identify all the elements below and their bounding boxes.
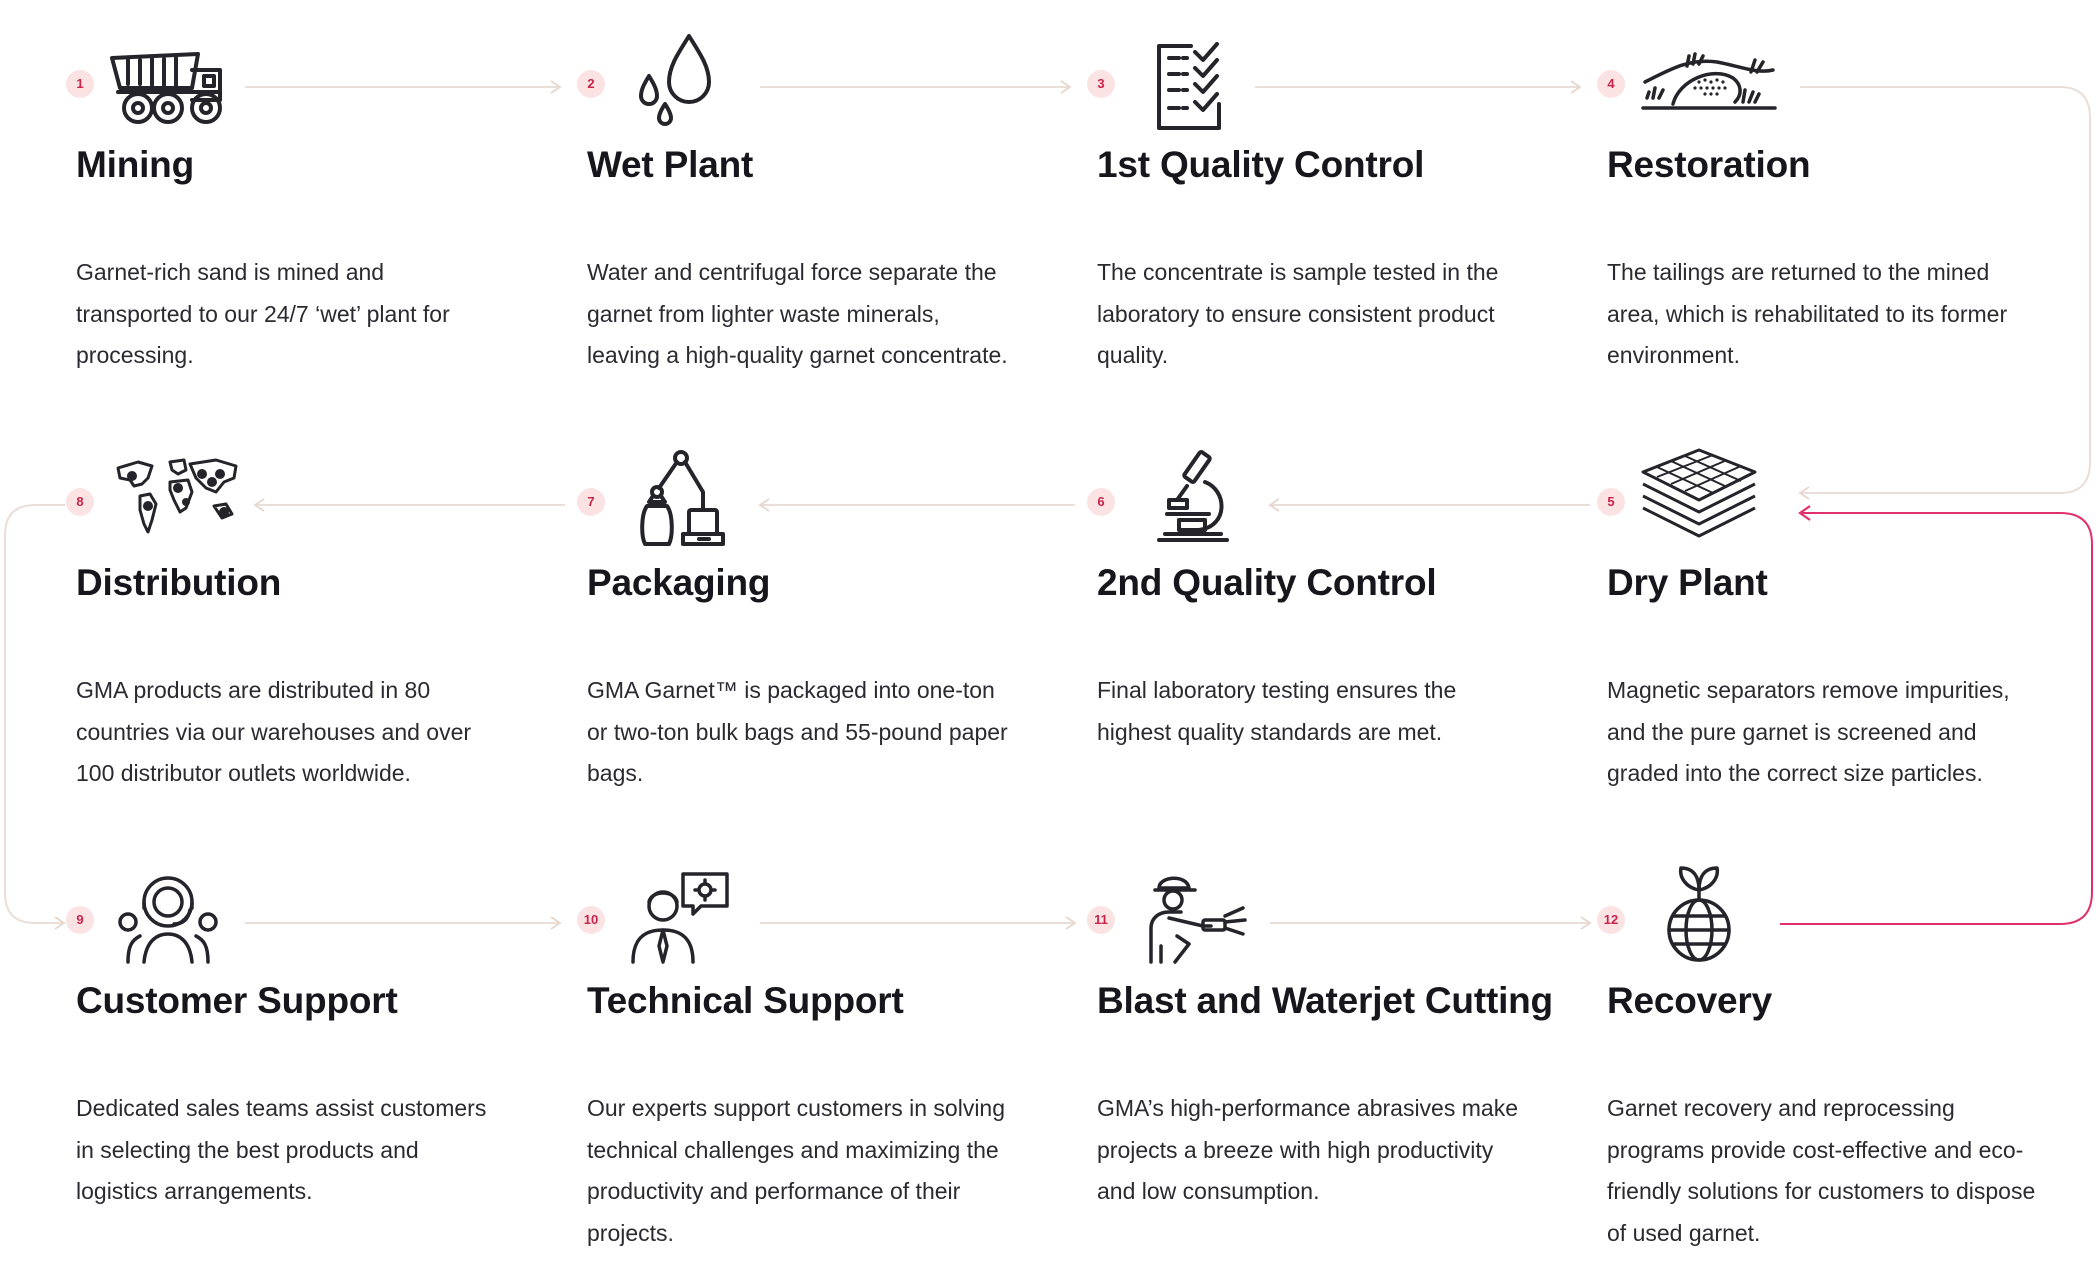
step-title: Wet Plant	[587, 144, 754, 185]
step-number-badge: 2	[577, 70, 605, 98]
step-title: Restoration	[1607, 144, 1811, 185]
step-title: Blast and Waterjet Cutting	[1097, 980, 1553, 1021]
step-number-badge: 4	[1597, 70, 1625, 98]
robotic-arm-icon	[619, 448, 739, 548]
step-description: Final laboratory testing ensures the hig…	[1097, 677, 1457, 745]
step-description: Magnetic separators remove impurities, a…	[1607, 677, 2010, 786]
stacked-screens-icon	[1639, 448, 1759, 548]
step-number-badge: 7	[577, 488, 605, 516]
step-number-badge: 3	[1087, 70, 1115, 98]
blasting-worker-icon	[1129, 866, 1249, 966]
water-drops-icon	[619, 30, 739, 130]
checklist-icon	[1129, 30, 1249, 130]
arrow-8-9	[4, 504, 66, 930]
step-description: Garnet-rich sand is mined and transporte…	[76, 259, 450, 368]
technical-expert-icon	[619, 866, 739, 966]
step-description: The concentrate is sample tested in the …	[1097, 259, 1499, 368]
step-title: Mining	[76, 144, 194, 185]
landscape-icon	[1639, 30, 1777, 130]
step-number-badge: 11	[1087, 906, 1115, 934]
step-title: Packaging	[587, 562, 771, 603]
step-title: Recovery	[1607, 980, 1773, 1021]
step-number-badge: 10	[577, 906, 605, 934]
step-number-badge: 8	[66, 488, 94, 516]
eco-globe-icon	[1639, 866, 1759, 966]
step-number-badge: 9	[66, 906, 94, 934]
world-map-icon	[108, 448, 238, 548]
step-title: 2nd Quality Control	[1097, 562, 1437, 603]
step-description: The tailings are returned to the mined a…	[1607, 259, 2008, 368]
step-number-badge: 1	[66, 70, 94, 98]
step-number-badge: 12	[1597, 906, 1625, 934]
step-description: Dedicated sales teams assist customers i…	[76, 1095, 487, 1204]
step-description: GMA products are distributed in 80 count…	[76, 677, 472, 786]
step-title: Dry Plant	[1607, 562, 1768, 603]
step-number-badge: 6	[1087, 488, 1115, 516]
step-title: Customer Support	[76, 980, 398, 1021]
step-title: Technical Support	[587, 980, 904, 1021]
step-description: GMA Garnet™ is packaged into one-ton or …	[587, 677, 1008, 786]
step-description: Garnet recovery and reprocessing program…	[1607, 1095, 2036, 1246]
mining-truck-icon	[108, 30, 228, 130]
support-team-icon	[108, 866, 228, 966]
step-description: Water and centrifugal force separate the…	[587, 259, 1008, 368]
step-description: GMA’s high-performance abrasives make pr…	[1097, 1095, 1518, 1204]
step-description: Our experts support customers in solving…	[587, 1095, 1006, 1246]
step-number-badge: 5	[1597, 488, 1625, 516]
step-title: Distribution	[76, 562, 282, 603]
microscope-icon	[1129, 448, 1249, 548]
step-title: 1st Quality Control	[1097, 144, 1425, 185]
